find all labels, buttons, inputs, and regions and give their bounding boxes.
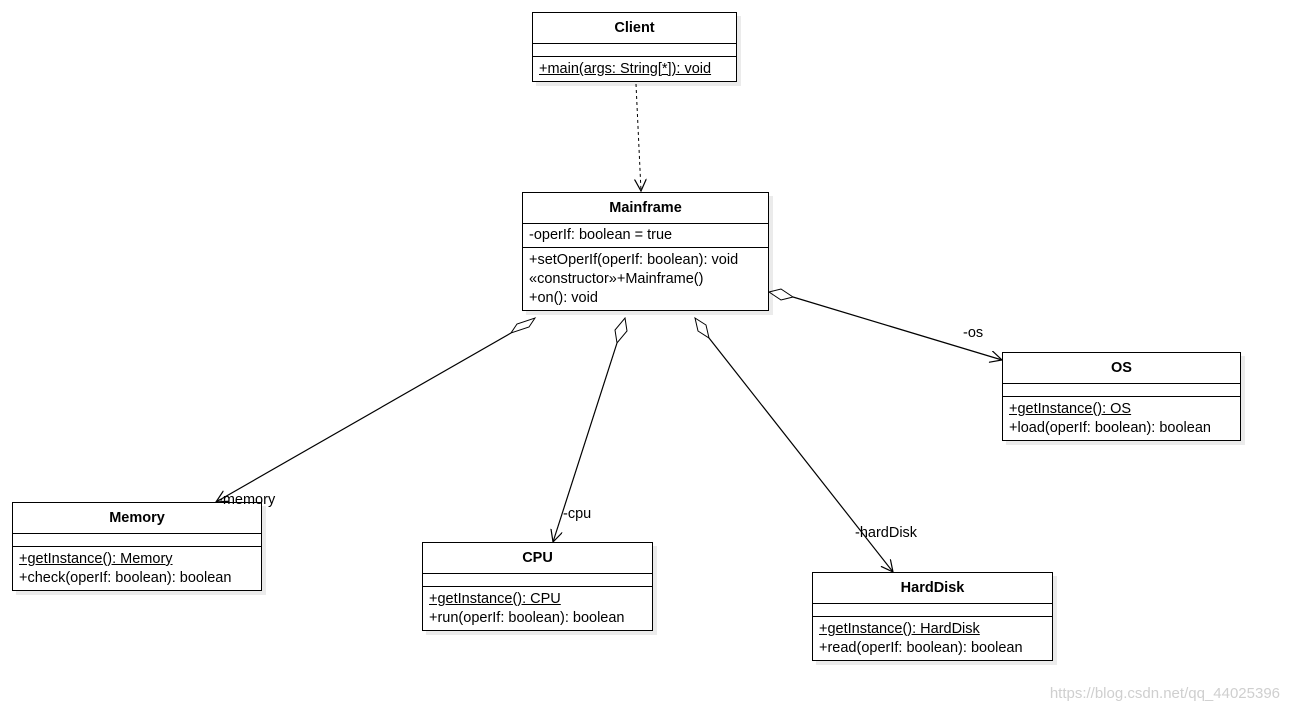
aggregation-diamond-memory (509, 317, 537, 334)
dependency-line-client-mainframe (636, 83, 641, 191)
operations-section: +getInstance(): HardDisk +read(operIf: b… (813, 617, 1052, 660)
operation: +load(operIf: boolean): boolean (1009, 420, 1211, 436)
class-harddisk[interactable]: HardDisk +getInstance(): HardDisk +read(… (812, 572, 1053, 661)
operation: +main(args: String[*]): void (539, 61, 712, 77)
class-client[interactable]: Client +main(args: String[*]): void (532, 12, 737, 82)
class-os[interactable]: OS +getInstance(): OS +load(operIf: bool… (1002, 352, 1241, 441)
operations-section: +main(args: String[*]): void (533, 57, 736, 81)
operation: +getInstance(): CPU (429, 591, 561, 607)
operation: «constructor»+Mainframe() (529, 271, 704, 287)
attributes-section (533, 44, 736, 57)
operations-section: +getInstance(): OS +load(operIf: boolean… (1003, 397, 1240, 440)
operations-section: +setOperIf(operIf: boolean): void «const… (523, 248, 768, 310)
attributes-section (423, 574, 652, 587)
class-name: OS (1003, 353, 1240, 384)
class-cpu[interactable]: CPU +getInstance(): CPU +run(operIf: boo… (422, 542, 653, 631)
operation: +setOperIf(operIf: boolean): void (529, 252, 739, 268)
class-memory[interactable]: Memory +getInstance(): Memory +check(ope… (12, 502, 262, 591)
class-name: Mainframe (523, 193, 768, 224)
operation: +getInstance(): OS (1009, 401, 1132, 417)
operation: +run(operIf: boolean): boolean (429, 610, 625, 626)
attribute: -operIf: boolean = true (529, 227, 673, 243)
operation: +getInstance(): Memory (19, 551, 173, 567)
aggregation-line-harddisk (708, 337, 893, 572)
class-name: Client (533, 13, 736, 44)
class-name: CPU (423, 543, 652, 574)
operations-section: +getInstance(): CPU +run(operIf: boolean… (423, 587, 652, 630)
role-label-harddisk: -hardDisk (855, 525, 918, 541)
watermark: https://blog.csdn.net/qq_44025396 (1049, 685, 1280, 702)
attributes-section (813, 604, 1052, 617)
aggregation-diamond-cpu (614, 316, 628, 345)
operation: +getInstance(): HardDisk (819, 621, 980, 637)
role-label-memory: -memory (218, 492, 276, 508)
operation: +read(operIf: boolean): boolean (819, 640, 1023, 656)
class-name: Memory (13, 503, 261, 534)
class-name: HardDisk (813, 573, 1052, 604)
aggregation-line-os (792, 296, 1002, 360)
attributes-section (13, 534, 261, 547)
operation: +on(): void (529, 290, 598, 306)
aggregation-diamond-harddisk (694, 316, 710, 340)
role-label-cpu: -cpu (563, 506, 592, 522)
aggregation-diamond-os (767, 288, 795, 301)
role-label-os: -os (963, 325, 984, 341)
operation: +check(operIf: boolean): boolean (19, 570, 232, 586)
aggregation-line-memory (216, 332, 512, 502)
attributes-section (1003, 384, 1240, 397)
attributes-section: -operIf: boolean = true (523, 224, 768, 248)
operations-section: +getInstance(): Memory +check(operIf: bo… (13, 547, 261, 590)
class-mainframe[interactable]: Mainframe -operIf: boolean = true +setOp… (522, 192, 769, 311)
aggregation-line-cpu (553, 342, 618, 542)
